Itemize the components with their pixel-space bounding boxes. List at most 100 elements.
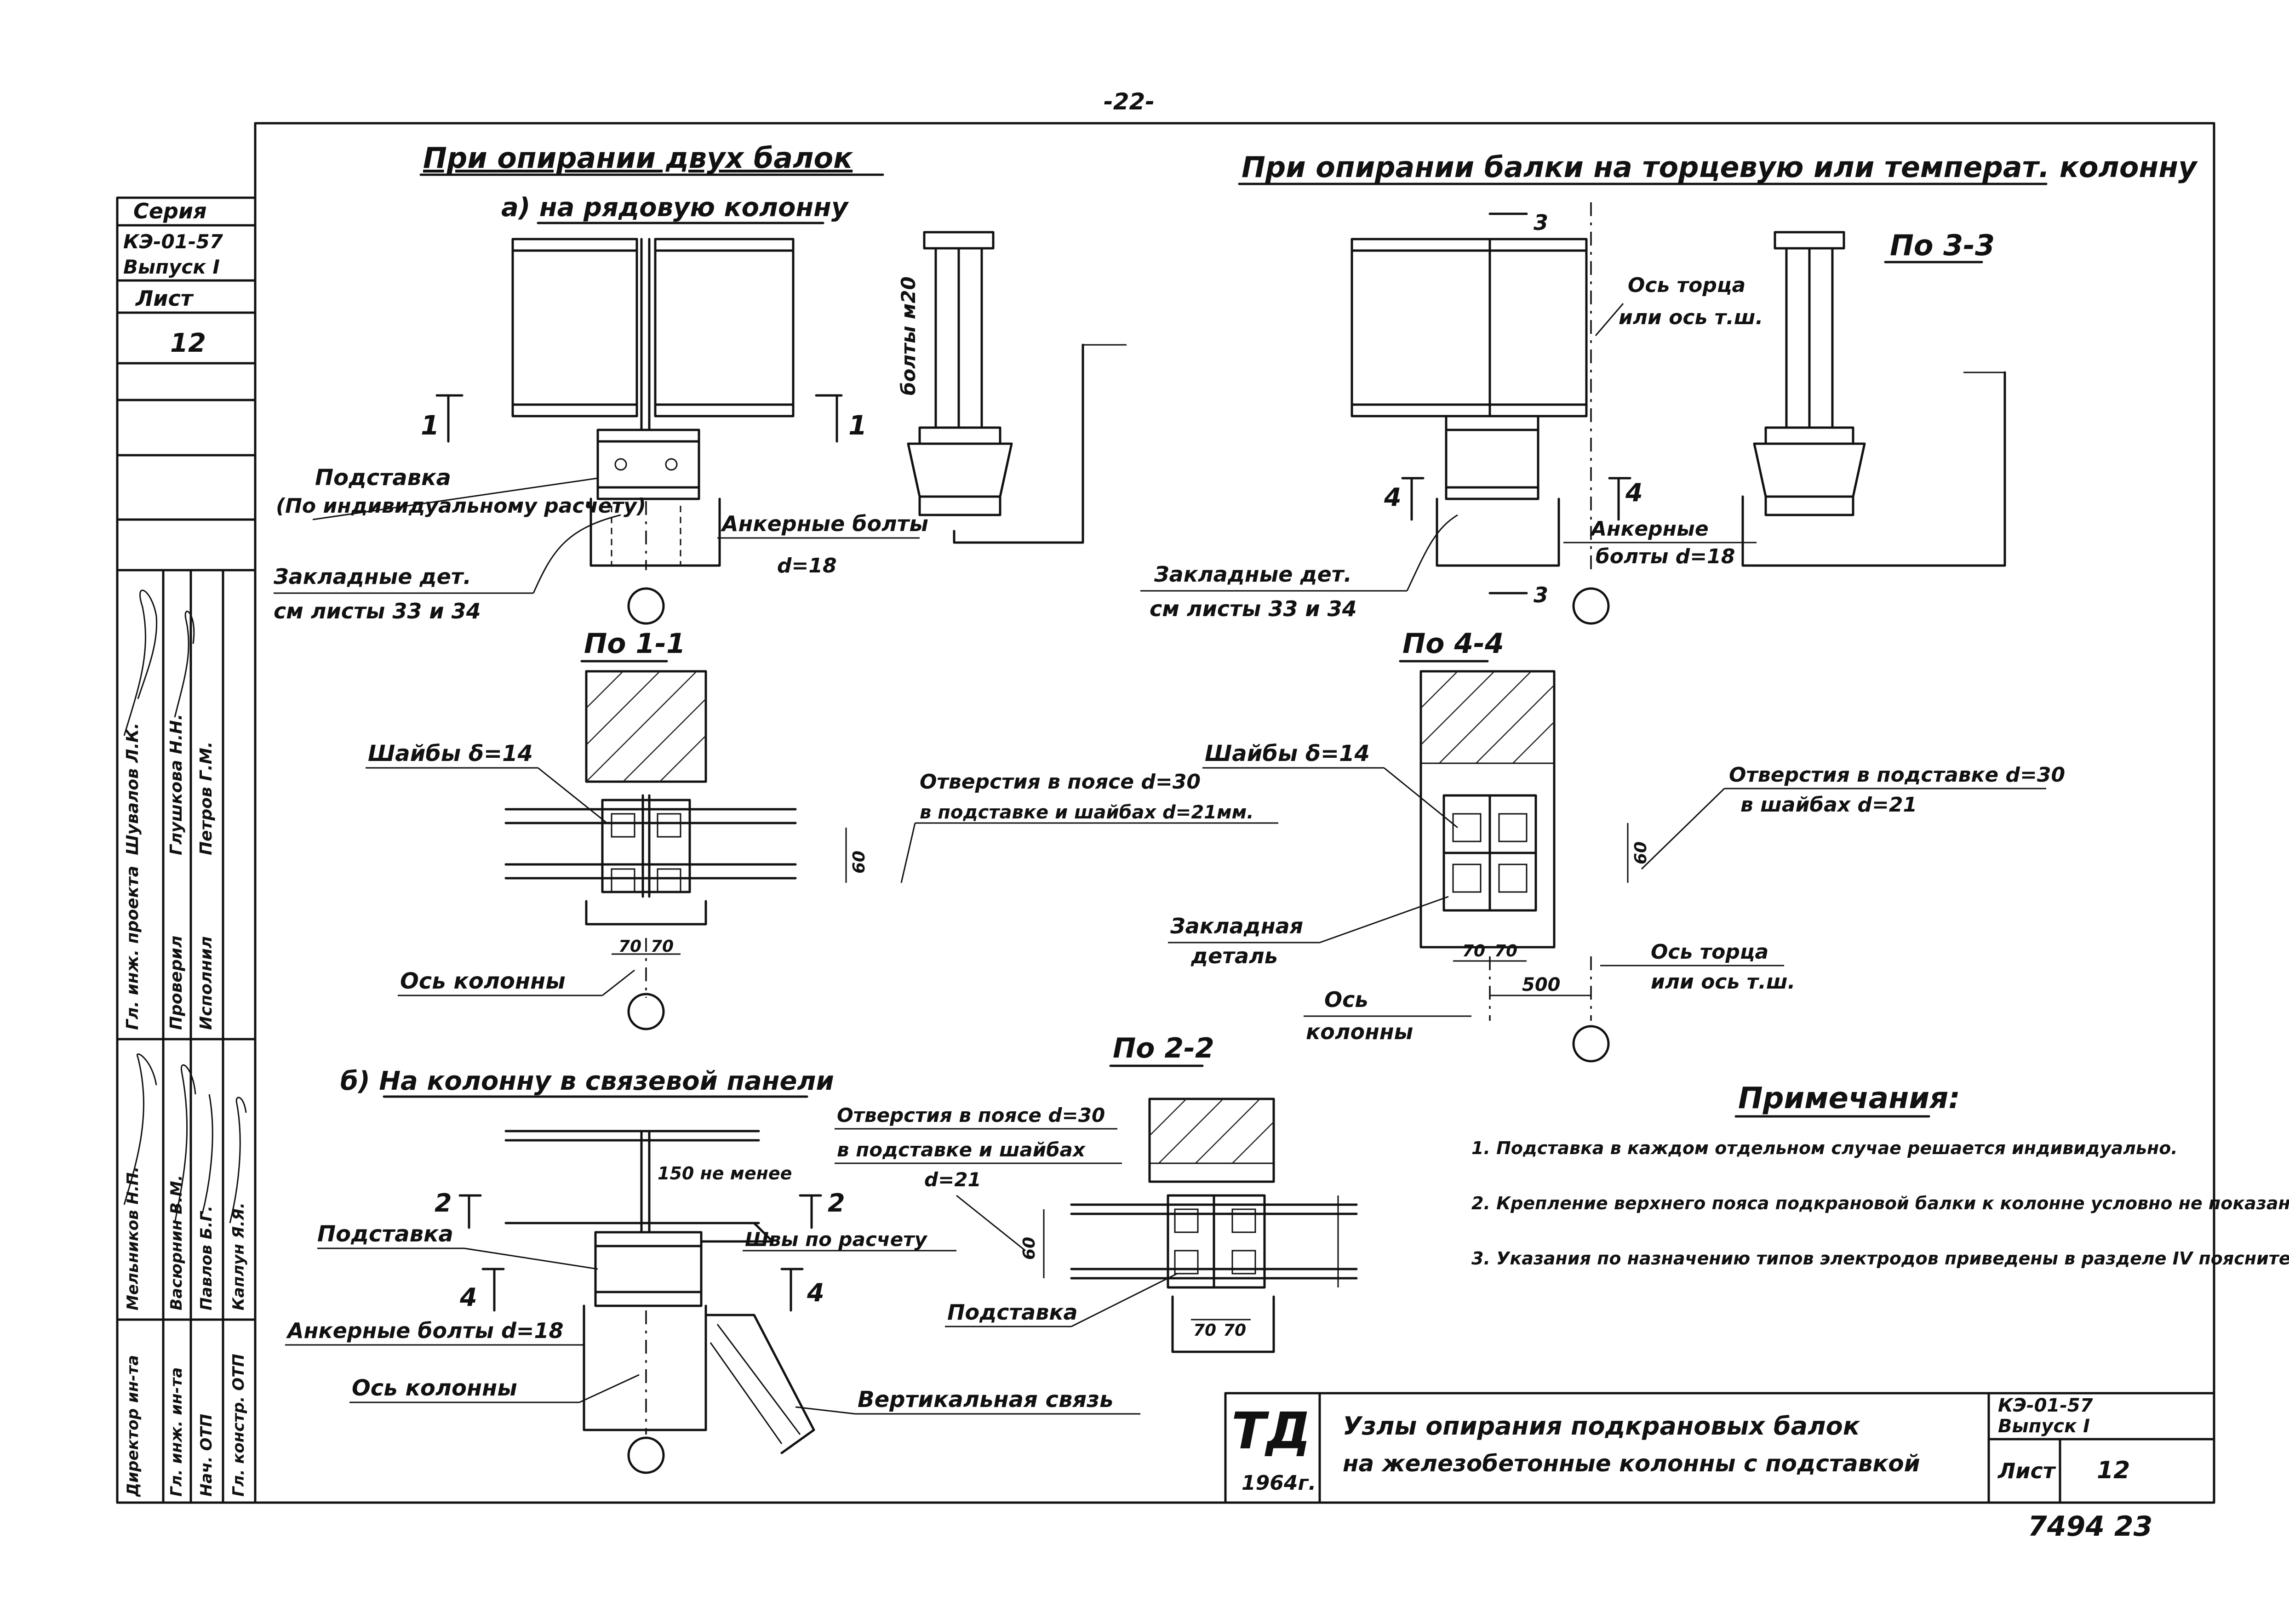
name-executed: Петров Г.М. (197, 742, 216, 855)
mark-2-right: 2 (828, 1189, 845, 1218)
label-os-2b: колонны (1306, 1019, 1413, 1044)
tb-sheet-label: Лист (1997, 1458, 2056, 1483)
label-anker-b: Анкерные болты d=18 (286, 1318, 564, 1343)
label-bolts-m20: болты м20 (897, 276, 920, 395)
tb-year: 1964г. (1242, 1471, 1316, 1495)
label-shaiby-2: Шайбы δ=14 (1205, 741, 1370, 766)
mark-2-left: 2 (435, 1189, 452, 1218)
label-otv-5: Отверстия в поясе d=30 (837, 1104, 1105, 1127)
tb-title-2: на железобетонные колонны с подставкой (1343, 1450, 1920, 1477)
series-code: КЭ-01-57 (123, 230, 223, 253)
role-director: Директор ин-та (124, 1355, 142, 1497)
name-director: Мельников Н.П. (124, 1167, 142, 1310)
label-os-kolonny-3: Ось колонны (352, 1375, 517, 1401)
label-otv-4: в шайбах d=21 (1740, 793, 1917, 817)
label-anker-2a: Анкерные (1590, 517, 1709, 541)
label-vert-svyaz: Вертикальная связь (858, 1387, 1113, 1412)
role-chief-constr: Гл. констр. ОТП (229, 1354, 248, 1497)
mark-4-left: 4 (1384, 483, 1402, 512)
dim-500: 500 (1522, 974, 1561, 995)
title-variant-b: б) На колонну в связевой панели (340, 1066, 834, 1096)
mark-4-b-right: 4 (807, 1278, 824, 1307)
label-otv-7: d=21 (924, 1168, 981, 1191)
label-zaklad-2: см листы 33 и 34 (274, 599, 481, 623)
section-33 (1741, 231, 2006, 567)
sheet-number-left: 12 (170, 328, 206, 358)
role-head-otp: Нач. ОТП (197, 1414, 216, 1497)
title-sec-44: По 4-4 (1402, 628, 1504, 660)
label-otv-2: в подставке и шайбах d=21мм. (920, 802, 1254, 823)
label-zaklad-1: Закладные дет. (273, 564, 471, 589)
label-podstavka-c: Подставка (947, 1300, 1078, 1325)
label-os-torca-1: Ось торца (1628, 274, 1745, 297)
sheet-code: 7494 23 (2028, 1510, 2152, 1543)
label-os-2a: Ось (1324, 987, 1368, 1012)
mark-1-right: 1 (848, 410, 867, 441)
label-os-torca-3: Ось торца (1651, 940, 1768, 964)
dim-70-e: 70 (1193, 1321, 1216, 1340)
title-sec-33: По 3-3 (1890, 229, 1995, 262)
mark-3-top: 3 (1534, 210, 1548, 235)
label-anker-1: Анкерные болты (721, 511, 928, 536)
title-sec-22: По 2-2 (1113, 1032, 1214, 1064)
name-chief-engineer: Шувалов Л.К. (123, 723, 142, 855)
section-11 (504, 670, 847, 1030)
label-zakl-detal-2: деталь (1190, 944, 1278, 968)
name-head-otp: Павлов Б.Г. (197, 1206, 216, 1310)
label-shvy: Швы по расчету (745, 1228, 928, 1251)
label-otv-1: Отверстия в поясе d=30 (920, 770, 1201, 794)
role-chief-engineer: Гл. инж. проекта (123, 866, 142, 1030)
tb-title-1: Узлы опирания подкрановых балок (1343, 1412, 1860, 1441)
section-44 (1419, 670, 1629, 1063)
mark-4-right: 4 (1625, 478, 1643, 507)
mark-1-left: 1 (421, 410, 439, 441)
signatures (123, 589, 247, 1224)
section-22 (1043, 1098, 1358, 1353)
note-3: 3. Указания по назначению типов электрод… (1471, 1248, 2289, 1269)
label-podstavka-b: Подставка (317, 1221, 453, 1247)
label-anker-2b: болты d=18 (1596, 545, 1735, 568)
sheet-label-left: Лист (135, 286, 194, 311)
tb-issue: Выпуск I (1998, 1416, 2090, 1437)
series-issue: Выпуск I (123, 256, 220, 278)
tb-sheet-no: 12 (2097, 1457, 2130, 1484)
dim-60-a: 60 (850, 851, 869, 874)
dim-70-d: 70 (1494, 942, 1517, 961)
dim-70-b: 70 (651, 937, 674, 956)
label-ne-menee: 150 не менее (658, 1163, 792, 1184)
label-anker-d18: d=18 (777, 554, 837, 578)
label-podstavka: Подставка (315, 465, 451, 491)
view-a-side (907, 231, 1127, 544)
dim-70-c: 70 (1462, 942, 1485, 961)
label-shaiby-1: Шайбы δ=14 (368, 741, 533, 766)
note-1: 1. Подставка в каждом отдельном случае р… (1471, 1138, 2178, 1158)
label-zaklad-3: Закладные дет. (1154, 562, 1352, 587)
view-a-elevation (435, 238, 843, 625)
title-sec-11: По 1-1 (584, 628, 686, 660)
label-otv-3: Отверстия в подставке d=30 (1729, 763, 2065, 787)
role-executed: Исполнил (197, 936, 216, 1030)
name-chief-constr: Каплун Я.Я. (229, 1202, 248, 1310)
notes-title: Примечания: (1738, 1081, 1960, 1115)
title-end-column: При опирании балки на торцевую или темпе… (1242, 150, 2198, 184)
label-os-kolonny-1: Ось колонны (400, 968, 566, 994)
left-stamp (116, 196, 257, 1504)
mark-4-b-left: 4 (459, 1283, 477, 1312)
label-otv-6: в подставке и шайбах (837, 1138, 1086, 1161)
label-zaklad-4: см листы 33 и 34 (1150, 596, 1357, 621)
title-block (1224, 1392, 2215, 1504)
page-number: -22- (1104, 88, 1155, 115)
dim-70-a: 70 (618, 937, 641, 956)
tb-org: ТД (1231, 1401, 1311, 1460)
mark-3-bottom: 3 (1534, 583, 1548, 607)
dim-70-f: 70 (1223, 1321, 1246, 1340)
name-chief-inst: Васюрнин В.М. (167, 1175, 186, 1310)
role-chief-inst: Гл. инж. ин-та (167, 1367, 186, 1497)
dim-60-b: 60 (1631, 841, 1650, 864)
series-label: Серия (133, 199, 207, 223)
tb-code: КЭ-01-57 (1998, 1395, 2093, 1416)
label-os-torca-4: или ось т.ш. (1651, 970, 1795, 994)
name-checked: Глушкова Н.Н. (167, 714, 186, 855)
title-variant-a: а) на рядовую колонну (501, 193, 849, 223)
